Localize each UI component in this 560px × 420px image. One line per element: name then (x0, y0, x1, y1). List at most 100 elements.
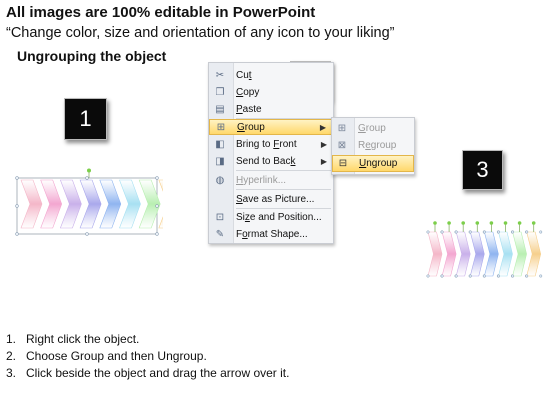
menu-separator (236, 189, 331, 190)
instruction-steps: 1.Right click the object. 2.Choose Group… (6, 331, 289, 382)
submenu-arrow-icon: ▶ (319, 122, 326, 132)
menu-item-label: Save as Picture... (236, 193, 315, 205)
menu-item-label: Paste (236, 103, 262, 115)
resize-handle (15, 176, 19, 180)
resize-handle (496, 230, 500, 234)
page-subtitle: “Change color, size and orientation of a… (6, 25, 395, 41)
paste-icon: ▤ (215, 103, 225, 115)
chevron-arrow (158, 179, 163, 229)
menu-item-label: Group (237, 121, 265, 133)
menu-item-label: Bring to Front (236, 138, 297, 150)
chevron-arrow (99, 179, 122, 229)
chevron-arrow (427, 231, 443, 277)
instruction-step: 2.Choose Group and then Ungroup. (6, 349, 207, 363)
resize-handle (496, 274, 500, 278)
resize-handle (454, 230, 458, 234)
chevron-arrow (138, 179, 161, 229)
menu-item-hyperlink[interactable]: ◍ Hyperlink... (209, 172, 333, 188)
rotate-handle (433, 221, 437, 225)
step-badge-1: 1 (64, 98, 107, 140)
grouped-arrow-object[interactable] (15, 168, 163, 240)
chevron-arrow (512, 231, 527, 277)
arrow-chevron-graphic (15, 168, 163, 236)
menu-item-save-as-picture[interactable]: Save as Picture... (209, 191, 333, 207)
menu-separator (236, 208, 331, 209)
resize-handle (525, 274, 529, 278)
submenu-item-group[interactable]: ⊞ Group (332, 120, 414, 137)
menu-item-send-to-back[interactable]: ◨ Send to Back ▶ (209, 153, 333, 169)
step-badge-3: 3 (462, 150, 503, 190)
submenu-item-label: Ungroup (359, 158, 398, 169)
submenu-arrow-icon: ▶ (320, 156, 327, 166)
menu-item-label: Copy (236, 86, 260, 98)
menu-item-label: Cut (236, 69, 252, 81)
resize-handle (15, 204, 19, 208)
menu-item-copy[interactable]: ❐ Copy (209, 84, 333, 100)
group-submenu: ⊞ Group ⊠ Regroup ⊟ Ungroup (331, 117, 415, 175)
menu-item-label: Hyperlink... (236, 174, 287, 186)
resize-handle (426, 230, 430, 234)
resize-handle (155, 204, 159, 208)
chevron-arrow (119, 179, 141, 229)
page-title: All images are 100% editable in PowerPoi… (6, 4, 316, 21)
resize-handle (525, 230, 529, 234)
rotate-handle (489, 221, 494, 225)
resize-handle (482, 274, 486, 278)
rotate-handle (87, 168, 91, 173)
menu-item-paste[interactable]: ▤ Paste (209, 101, 333, 117)
copy-icon: ❐ (215, 86, 225, 98)
ungrouped-arrow-objects[interactable] (425, 220, 547, 282)
resize-handle (15, 232, 19, 236)
context-menu: ✂ Cut ❐ Copy ▤ Paste ⊞ Group ▶ ◧ Bring t… (208, 62, 334, 244)
rotate-handle (475, 221, 480, 225)
menu-item-group[interactable]: ⊞ Group ▶ (209, 119, 333, 135)
submenu-item-regroup[interactable]: ⊠ Regroup (332, 137, 414, 154)
chevron-arrow (441, 231, 457, 277)
submenu-arrow-icon: ▶ (320, 139, 327, 149)
menu-gutter (209, 63, 234, 243)
menu-item-cut[interactable]: ✂ Cut (209, 67, 333, 83)
menu-item-format-shape[interactable]: ✎ Format Shape... (209, 226, 333, 242)
submenu-item-ungroup[interactable]: ⊟ Ungroup (332, 155, 414, 172)
ungroup-icon: ⊟ (338, 158, 348, 169)
menu-item-label: Size and Position... (236, 211, 322, 223)
menu-separator (236, 118, 331, 119)
chevron-arrow (526, 231, 542, 277)
send-back-icon: ◨ (215, 155, 225, 167)
resize-handle (468, 230, 472, 234)
chevron-arrow (20, 179, 43, 229)
bring-front-icon: ◧ (215, 138, 225, 150)
resize-handle (482, 230, 486, 234)
chevron-arrow (40, 179, 63, 229)
chevron-arrow (59, 179, 82, 229)
section-heading: Ungrouping the object (17, 48, 167, 64)
chevron-arrow (484, 231, 499, 277)
group-icon: ⊞ (337, 123, 347, 134)
chevron-arrow (79, 179, 102, 229)
chevron-arrow (469, 231, 485, 277)
size-position-icon: ⊡ (215, 211, 225, 223)
rotate-handle (517, 221, 522, 225)
menu-item-bring-to-front[interactable]: ◧ Bring to Front ▶ (209, 136, 333, 152)
submenu-item-label: Regroup (358, 140, 397, 151)
resize-handle (454, 274, 458, 278)
resize-handle (426, 274, 430, 278)
submenu-item-label: Group (358, 123, 386, 134)
resize-handle (511, 274, 515, 278)
menu-item-label: Send to Back (236, 155, 296, 167)
resize-handle (155, 232, 159, 236)
instruction-step: 3.Click beside the object and drag the a… (6, 366, 290, 380)
resize-handle (85, 176, 89, 180)
group-icon: ⊞ (216, 121, 226, 133)
resize-handle (85, 232, 89, 236)
rotate-handle (531, 221, 536, 225)
menu-item-label: Format Shape... (236, 228, 308, 240)
resize-handle (511, 230, 515, 234)
chevron-arrow (455, 231, 471, 277)
resize-handle (539, 274, 543, 278)
regroup-icon: ⊠ (337, 140, 347, 151)
menu-separator (236, 170, 331, 171)
rotate-handle (447, 221, 451, 225)
menu-item-size-and-position[interactable]: ⊡ Size and Position... (209, 209, 333, 225)
chevron-arrow (498, 231, 513, 277)
